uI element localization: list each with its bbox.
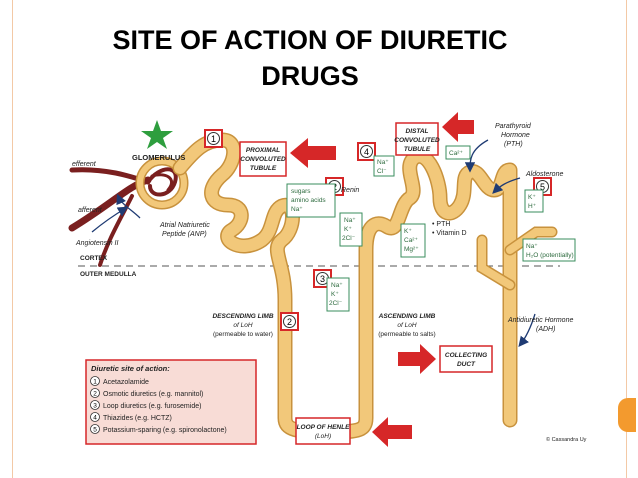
label-cortex: CORTEX (80, 255, 108, 262)
site-marker-4-num: 4 (364, 147, 369, 157)
label-pth-1: Parathyroid (495, 123, 532, 130)
legend-box: Diuretic site of action: 1 Acetazolamide… (85, 359, 257, 445)
dct-label-box (395, 122, 439, 156)
label-pct-2: CONVOLUTED (240, 156, 286, 163)
title-line-2: DRUGS (261, 61, 359, 91)
label-collecting-2: DUCT (457, 361, 476, 368)
ion-sugars: sugars (291, 188, 311, 195)
label-loop-2: (LoH) (315, 433, 331, 440)
ion-k-site3: K⁺ (331, 291, 339, 298)
label-angiotensin: Angiotensin II (75, 240, 118, 247)
ion-k-asc: K⁺ (344, 226, 352, 233)
pct-label-box (239, 141, 287, 177)
label-pct-3: TUBULE (250, 165, 277, 172)
label-adh-2: (ADH) (536, 326, 555, 333)
ion-box-text: sugars amino acids Na⁺ Na⁺ K⁺ 2Cl⁻ Na⁺ K… (291, 150, 574, 307)
label-dct-3: TUBULE (404, 146, 431, 153)
title-line-1: SITE OF ACTION OF DIURETIC (112, 25, 508, 55)
slide-title: SITE OF ACTION OF DIURETIC DRUGS (60, 22, 560, 94)
label-vitd-bullet: • Vitamin D (432, 230, 467, 237)
label-efferent: efferent (72, 161, 97, 168)
legend-item-4: Thiazides (e.g. HCTZ) (103, 415, 172, 422)
arrow-to-ascending (398, 344, 436, 374)
arrow-to-dct (442, 112, 474, 142)
label-aldosterone: Aldosterone (525, 171, 563, 178)
ion-ca-dct: Ca²⁺ (449, 150, 463, 157)
label-pth-bullet: • PTH (432, 221, 450, 228)
label-asc-2: of LoH (397, 322, 416, 329)
slide-left-rule (12, 0, 13, 478)
hormone-arrows (91, 139, 536, 348)
legend-title: Diuretic site of action: (91, 364, 170, 373)
ion-ca2-dct: Ca²⁺ (404, 237, 418, 244)
site-marker-3-num: 3 (320, 274, 325, 284)
label-renin: Renin (341, 187, 359, 194)
label-dct-1: DISTAL (406, 128, 429, 135)
label-adh-1: Antidiuretic Hormone (507, 317, 573, 324)
slide-accent-tab (618, 398, 636, 432)
arrow-to-pct (290, 138, 336, 168)
label-asc-3: (permeable to salts) (378, 331, 435, 338)
site-marker-1-num: 1 (211, 134, 216, 144)
bowmans-capsule-fill (137, 158, 187, 208)
label-outer-medulla: OUTER MEDULLA (80, 271, 137, 278)
legend-item-5-num: 5 (93, 427, 97, 434)
label-desc-3: (permeable to water) (213, 331, 273, 338)
site-markers: 1 2 2 3 4 5 (204, 129, 552, 331)
label-desc-1: DESCENDING LIMB (212, 313, 273, 320)
label-asc-1: ASCENDING LIMB (378, 313, 436, 320)
collecting-label-box (439, 345, 493, 373)
diagram-labels: GLOMERULUS efferent afferent Angiotensin… (72, 123, 587, 443)
label-anp-2: Peptide (ANP) (162, 231, 207, 238)
legend-item-1: Acetazolamide (103, 379, 149, 386)
label-dct-2: CONVOLUTED (394, 137, 440, 144)
glomerulus-star-icon (141, 120, 173, 149)
ion-h2o-cd: H₂O (potentially) (526, 252, 574, 259)
label-anp-1: Atrial Natriuretic (159, 222, 210, 229)
slide-right-rule (626, 0, 627, 478)
label-pth-2: Hormone (501, 132, 530, 139)
ion-na-site3: Na⁺ (331, 282, 343, 289)
ion-boxes (286, 145, 576, 312)
label-glomerulus: GLOMERULUS (132, 153, 185, 162)
ion-na-dct: Na⁺ (377, 159, 389, 166)
ion-h-aldo: H⁺ (528, 203, 537, 210)
legend-item-3-num: 3 (93, 403, 97, 410)
site-marker-2b-num: 2 (287, 317, 292, 327)
label-pth-3: (PTH) (504, 141, 523, 148)
legend-item-2: Osmotic diuretics (e.g. mannitol) (103, 391, 203, 398)
ion-na-cd: Na⁺ (526, 243, 538, 250)
ion-k-aldo: K⁺ (528, 194, 536, 201)
label-collecting-1: COLLECTING (445, 352, 487, 359)
structure-label-boxes (239, 122, 493, 445)
ion-cl-asc: 2Cl⁻ (342, 235, 356, 242)
ion-cl-dct: Cl⁻ (377, 168, 387, 175)
label-pct-1: PROXIMAL (246, 147, 280, 154)
ion-mg-dct: Mg²⁺ (404, 246, 419, 253)
ion-amino-acids: amino acids (291, 197, 326, 204)
collecting-duct-branches (476, 226, 558, 291)
ion-cl-site3: 2Cl⁻ (329, 300, 343, 307)
label-loop-1: LOOP OF HENLE (297, 424, 351, 431)
ion-na-pct: Na⁺ (291, 206, 303, 213)
legend-item-3: Loop diuretics (e.g. furosemide) (103, 403, 201, 410)
label-afferent: afferent (78, 207, 103, 214)
legend-item-5: Potassium-sparing (e.g. spironolactone) (103, 427, 227, 434)
loop-label-box (295, 417, 351, 445)
legend-item-1-num: 1 (93, 379, 97, 386)
ion-k-dct: K⁺ (404, 228, 412, 235)
arrow-to-loop (372, 417, 412, 447)
site-marker-5-num: 5 (540, 182, 545, 192)
label-desc-2: of LoH (233, 322, 252, 329)
label-credit: © Cassandra Uy (546, 436, 587, 443)
ion-na-asc: Na⁺ (344, 217, 356, 224)
legend-item-2-num: 2 (93, 391, 97, 398)
glomerulus-vessels (68, 167, 178, 267)
red-arrows (290, 112, 474, 447)
legend-item-4-num: 4 (93, 415, 97, 422)
